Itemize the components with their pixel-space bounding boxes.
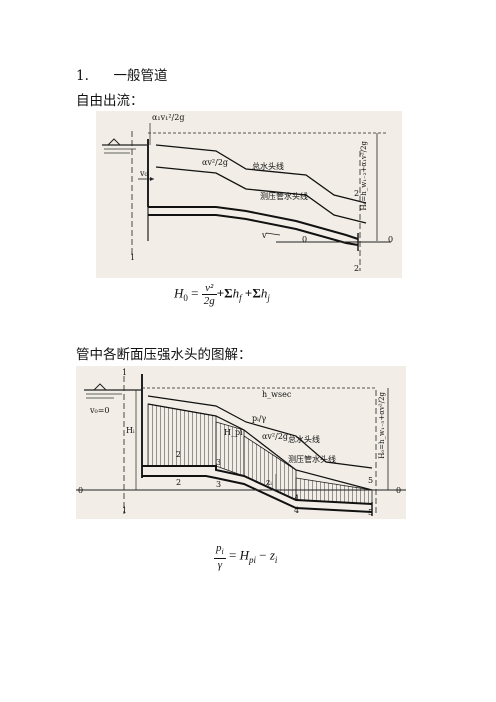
hw-sec-label: h_wsec bbox=[262, 390, 292, 399]
zi-label: zᵢ bbox=[266, 478, 272, 487]
datum-label-right-2: 0 bbox=[396, 486, 402, 495]
hpi-label: H_pi bbox=[224, 428, 243, 437]
formula1-plus-sigma-1: +Σ bbox=[216, 285, 233, 301]
total-head-line-label-2: 总水头线 bbox=[288, 435, 320, 444]
formula2-frac-num-sub: i bbox=[221, 547, 224, 557]
datum-label-left-2: 0 bbox=[78, 486, 84, 495]
pipe-velocity-label: v bbox=[262, 231, 267, 240]
total-head-line-label: 总水头线 bbox=[252, 162, 284, 171]
section-2-top-label: 2 bbox=[354, 189, 360, 198]
formula2-frac-den: γ bbox=[217, 559, 223, 572]
formula1-term2: h bbox=[260, 285, 268, 301]
section-5-bottom-label: 5 bbox=[368, 508, 374, 517]
section-3-top-label: 3 bbox=[216, 458, 222, 467]
formula2-term1-sub: pi bbox=[248, 555, 256, 566]
pressure-head-diagram: v₀=0 Hᵢ h_wsec pᵢ/γ αv²/2g 总水头线 测压管水头线 z… bbox=[76, 366, 406, 519]
section-heading: 1. 一般管道 bbox=[76, 67, 167, 85]
velocity-head-top-label: α₁v₁²/2g bbox=[152, 113, 185, 122]
formula1-lhs-sub: 0 bbox=[183, 293, 188, 304]
formula1-equals: = bbox=[191, 285, 199, 301]
formula2-term2: z bbox=[269, 547, 275, 563]
outflow-head-formula: H0 = v² 2g +Σhf +Σhj bbox=[174, 282, 270, 308]
formula2-term1: H bbox=[239, 547, 249, 563]
formula1-fraction: v² 2g bbox=[201, 282, 217, 307]
pi-gamma-label: pᵢ/γ bbox=[252, 414, 267, 423]
section-1-bottom-label: 1 bbox=[130, 253, 136, 262]
section-2-bottom-label: 2 bbox=[354, 264, 360, 273]
heading-number: 1. bbox=[76, 68, 89, 84]
section-5-top-label: 5 bbox=[368, 476, 374, 485]
section-2-bottom-label-2: 2 bbox=[176, 478, 182, 487]
inflow-velocity-label: v₀ bbox=[140, 169, 148, 178]
formula1-plus-sigma-2: +Σ bbox=[244, 285, 261, 301]
h0-expression-label: H₀=h_w₁₋₂+α₁v²/2g bbox=[360, 141, 368, 211]
pressure-head-line-label-2: 测压管水头线 bbox=[288, 455, 336, 464]
formula1-term1-sub: f bbox=[239, 293, 242, 304]
section-1-bottom-label-2: 1 bbox=[122, 506, 128, 515]
velocity-head-mid-label: αv²/2g bbox=[202, 158, 229, 167]
formula1-frac-num: v² bbox=[201, 282, 217, 295]
section-4-bottom-label: 4 bbox=[294, 506, 300, 515]
velocity-head-label: αv²/2g bbox=[262, 432, 289, 441]
pressure-head-formula: pi γ = Hpi − zi bbox=[214, 542, 277, 571]
section-2-top-label-2: 2 bbox=[176, 450, 182, 459]
hi-label: Hᵢ bbox=[126, 426, 135, 435]
section-4-top-label: 4 bbox=[294, 494, 300, 503]
formula2-minus: − bbox=[259, 547, 267, 563]
pressure-head-diagram-label: 管中各断面压强水头的图解： bbox=[76, 347, 252, 363]
formula1-frac-den: 2g bbox=[203, 295, 215, 307]
free-outflow-diagram: α₁v₁²/2g αv²/2g 总水头线 测压管水头线 v₀ v 0 0 1 2… bbox=[96, 111, 402, 278]
datum-label-left: 0 bbox=[302, 235, 308, 244]
pressure-head-line-label: 测压管水头线 bbox=[260, 192, 308, 201]
free-outflow-label: 自由出流： bbox=[76, 93, 144, 109]
formula2-term2-sub: i bbox=[274, 555, 278, 566]
v0-zero-label: v₀=0 bbox=[90, 406, 110, 415]
formula1-lhs: H bbox=[174, 285, 184, 301]
formula2-frac-num: p bbox=[216, 542, 222, 554]
formula1-term1: h bbox=[232, 285, 240, 301]
formula2-equals: = bbox=[228, 547, 237, 563]
section-1-top-label: 1 bbox=[122, 368, 128, 377]
h0-expression-label-2: H₀=h_w₁₋₅+αv²/2g bbox=[378, 392, 386, 459]
datum-label-right: 0 bbox=[388, 235, 394, 244]
formula1-term2-sub: j bbox=[267, 293, 270, 304]
formula2-fraction: pi γ bbox=[214, 542, 226, 571]
section-3-bottom-label: 3 bbox=[216, 480, 222, 489]
heading-title: 一般管道 bbox=[113, 68, 168, 84]
